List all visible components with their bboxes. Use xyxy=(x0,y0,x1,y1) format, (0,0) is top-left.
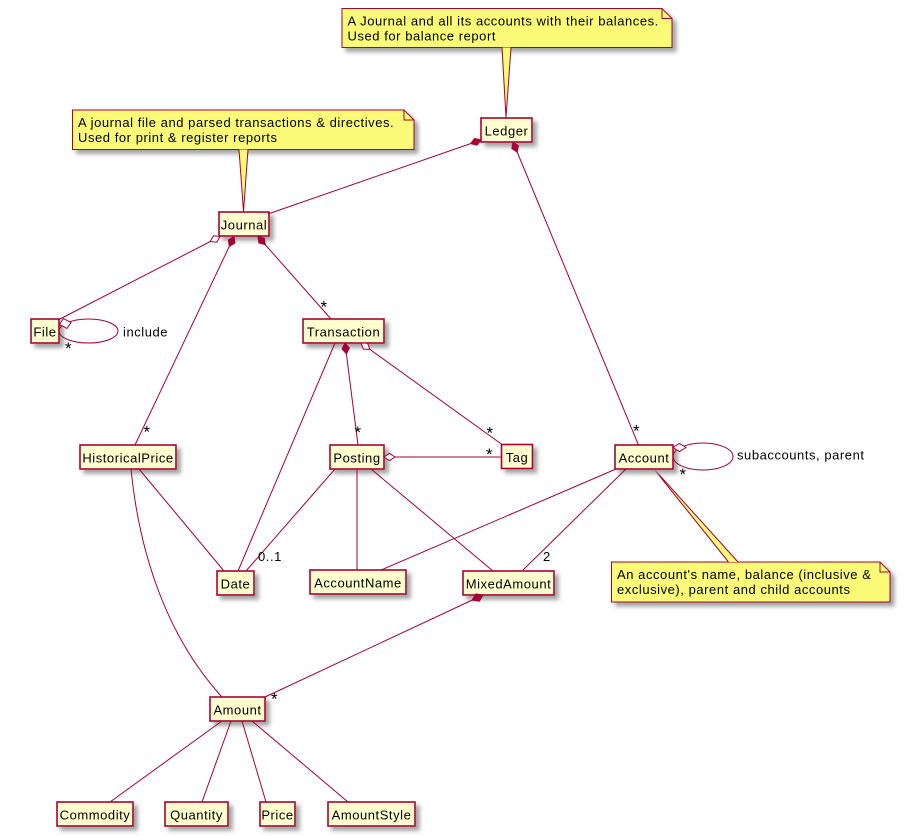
svg-text:Amount: Amount xyxy=(213,703,261,718)
svg-text:Account: Account xyxy=(619,451,670,466)
svg-text:Posting: Posting xyxy=(333,451,380,466)
svg-text:Tag: Tag xyxy=(506,450,529,465)
svg-text:*: * xyxy=(321,298,328,317)
svg-text:*: * xyxy=(355,423,362,442)
svg-text:*: * xyxy=(271,690,278,709)
svg-text:*: * xyxy=(144,423,151,442)
svg-text:Quantity: Quantity xyxy=(170,808,223,823)
svg-text:subaccounts, parent: subaccounts, parent xyxy=(737,448,865,463)
svg-text:Used for print & register repo: Used for print & register reports xyxy=(78,130,278,145)
svg-text:Price: Price xyxy=(261,808,293,823)
svg-text:exclusive), parent and child a: exclusive), parent and child accounts xyxy=(617,582,851,597)
svg-text:Transaction: Transaction xyxy=(307,325,381,340)
svg-text:Journal: Journal xyxy=(221,218,268,233)
svg-text:A journal file and parsed tran: A journal file and parsed transactions &… xyxy=(78,115,394,130)
svg-text:File: File xyxy=(33,325,56,340)
svg-text:0..1: 0..1 xyxy=(258,549,282,564)
svg-text:HistoricalPrice: HistoricalPrice xyxy=(82,451,173,466)
svg-text:*: * xyxy=(65,339,72,358)
svg-text:Used for balance report: Used for balance report xyxy=(348,29,497,44)
svg-text:*: * xyxy=(486,445,493,464)
svg-text:Date: Date xyxy=(221,577,251,592)
svg-text:MixedAmount: MixedAmount xyxy=(466,577,552,592)
svg-text:*: * xyxy=(487,424,494,443)
svg-text:AmountStyle: AmountStyle xyxy=(332,808,412,823)
svg-text:A Journal and all its accounts: A Journal and all its accounts with thei… xyxy=(348,14,659,29)
svg-text:Commodity: Commodity xyxy=(60,808,131,823)
svg-text:*: * xyxy=(680,465,687,484)
svg-text:include: include xyxy=(123,325,168,340)
svg-text:Ledger: Ledger xyxy=(485,124,529,139)
svg-text:2: 2 xyxy=(543,549,551,564)
svg-text:AccountName: AccountName xyxy=(314,576,402,591)
svg-text:*: * xyxy=(633,422,640,441)
svg-text:An account's name, balance (in: An account's name, balance (inclusive & xyxy=(617,567,871,582)
